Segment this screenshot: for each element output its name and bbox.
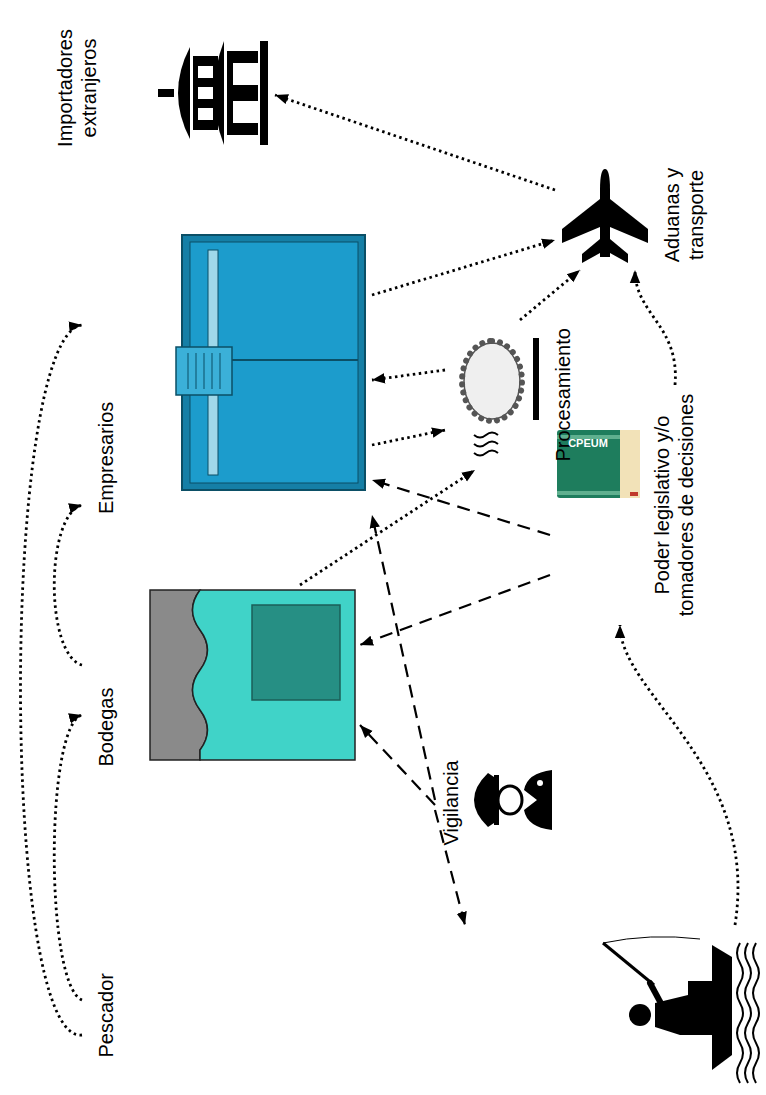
dashed-arrow — [360, 725, 435, 805]
airplane-icon — [562, 169, 648, 263]
temple-icon — [158, 41, 268, 145]
node-label: Bodegas — [94, 688, 118, 767]
node-label: Aduanas y transporte — [660, 163, 708, 268]
dotted-arrow — [54, 715, 82, 1000]
dotted-arrow — [372, 240, 555, 295]
node-label: Poder legislativo y/o tomadores de decis… — [650, 388, 698, 623]
dotted-arrow — [620, 625, 738, 925]
node-label: Empresarios — [94, 402, 118, 514]
dotted-arrow — [372, 430, 445, 445]
dotted-arrow — [635, 270, 675, 385]
icon-node: Poder legislativo y/o tomadores de decis… — [550, 385, 712, 625]
dotted-arrow — [54, 505, 82, 665]
icon-node: Aduanas y transporte — [555, 160, 720, 270]
icon-node: Importadores extranjeros — [45, 21, 275, 155]
sea-cucumber-icon — [462, 338, 539, 456]
node-label: Importadores extranjeros — [53, 23, 101, 153]
dashed-arrow — [360, 575, 550, 645]
dotted-arrow — [275, 95, 555, 190]
icon-node: Bodegas — [82, 585, 360, 775]
warehouse-icon — [150, 590, 355, 760]
dotted-arrow — [300, 470, 475, 585]
dotted-arrow — [372, 370, 445, 380]
icon-node: Procesamiento — [445, 320, 580, 470]
node-label: Vigilancia — [439, 760, 463, 845]
dotted-arrow — [520, 270, 580, 320]
police-icon — [474, 770, 552, 830]
fisherman-icon — [603, 937, 759, 1083]
node-label: Pescador — [94, 973, 118, 1058]
dotted-arrow — [21, 325, 83, 1035]
icon-node: Pescador — [82, 925, 760, 1090]
icon-node: Empresarios — [82, 230, 372, 535]
constitution-book-icon — [557, 430, 640, 498]
dashed-arrow — [372, 515, 435, 800]
icon-node: Vigilancia — [435, 755, 555, 850]
book-label: CPEUM — [568, 437, 608, 449]
company-building-icon — [176, 235, 365, 490]
dashed-arrow — [372, 480, 550, 535]
